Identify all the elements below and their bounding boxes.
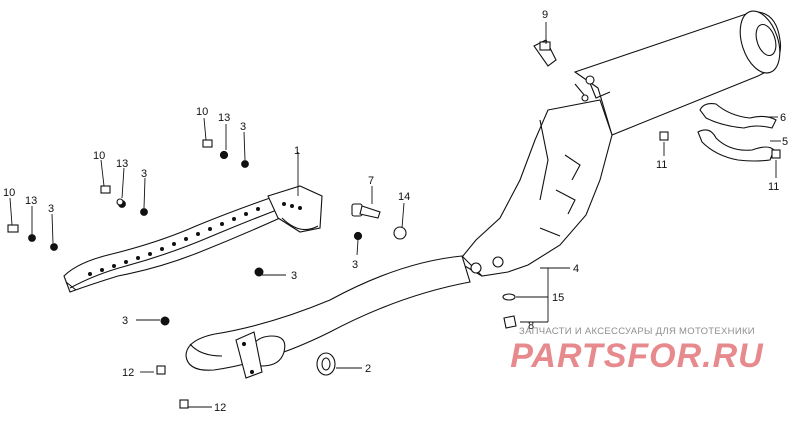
callout-8: 8 [528,320,534,332]
callout-3c: 3 [48,203,54,215]
watermark-tagline: ЗАПЧАСТИ И АКСЕССУАРЫ ДЛЯ МОТОТЕХНИКИ [519,326,755,337]
callout-2: 2 [365,363,371,375]
bolt-7 [351,203,381,219]
washer-15 [502,293,516,301]
callout-3a: 3 [240,121,246,133]
callout-4: 4 [573,263,579,275]
watermark: ЗАПЧАСТИ И АКСЕССУАРЫ ДЛЯ МОТОТЕХНИКИ PA… [482,326,792,373]
callout-3b: 3 [141,168,147,180]
callout-10a: 10 [196,106,208,118]
bolt-9 [533,39,557,67]
muffler [573,10,782,136]
exhaust-pipe [185,99,613,379]
callout-9: 9 [542,9,548,21]
washer-14 [393,226,407,240]
callout-13c: 13 [25,195,37,207]
callout-10b: 10 [93,150,105,162]
bracket-6 [699,103,777,129]
bracket-5 [697,129,775,162]
watermark-logo: PARTSFOR.RU [510,337,764,375]
callout-13a: 13 [218,112,230,124]
callout-12b: 12 [214,402,226,414]
callout-3e: 3 [122,315,128,327]
heat-shield [63,185,323,293]
gasket-2 [316,352,336,376]
callout-14: 14 [398,191,410,203]
callout-1: 1 [294,145,300,157]
callout-5: 5 [782,136,788,148]
bolt-parts [7,139,213,233]
callout-3d: 3 [291,270,297,282]
callout-labels: 9 1 7 14 3 3 3 12 12 2 4 15 8 6 5 11 11 … [3,9,788,414]
leader-lines [9,22,781,408]
callout-6: 6 [780,112,786,124]
callout-10c: 10 [3,187,15,199]
callout-15: 15 [552,292,564,304]
callout-7: 7 [368,175,374,187]
callout-11b: 11 [768,181,779,193]
callout-12a: 12 [122,367,134,379]
nut-8 [503,315,517,329]
bolt-11-12 [156,131,781,409]
callout-13b: 13 [116,158,128,170]
callout-11a: 11 [656,159,667,171]
callout-3f: 3 [352,259,358,271]
